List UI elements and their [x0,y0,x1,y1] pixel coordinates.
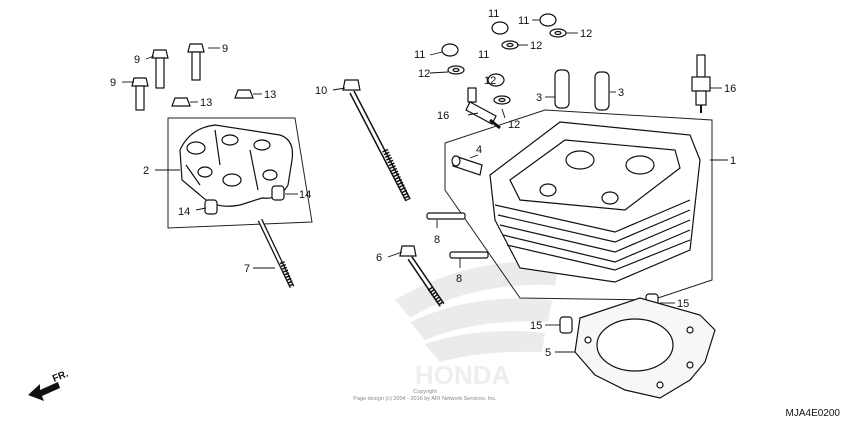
bolt-10 [342,79,411,202]
callout-15-b: 15 [530,320,542,332]
callout-9-b: 9 [222,43,228,55]
callout-1: 1 [730,155,736,167]
callout-9-c: 9 [110,77,116,89]
callout-15-a: 15 [677,298,689,310]
nut-13-group [171,89,254,107]
callout-11-c: 11 [414,49,425,61]
callout-5: 5 [545,347,551,359]
bolt-9-b [187,43,205,81]
callout-14-a: 14 [178,206,190,218]
dowel-pin-14-group [204,185,285,215]
callout-2: 2 [143,165,149,177]
callout-14-b: 14 [299,189,311,201]
callout-labels: 1 2 3 3 4 5 6 7 8 8 9 9 9 10 11 11 11 11… [110,8,736,359]
rocker-group-outline [167,117,313,229]
washer-12-group [447,28,567,105]
direction-label: FR. [51,368,70,384]
callout-12-b: 12 [580,28,592,40]
bolt-9-c [131,77,149,111]
copyright-line-2: Page design (c) 2004 - 2016 by ARI Netwo… [353,396,497,402]
callout-3-b: 3 [618,87,624,99]
callout-3-a: 3 [536,92,542,104]
valve-guide-3-group [554,69,610,111]
sleeve-4 [451,155,483,176]
callout-12-a: 12 [530,40,542,52]
callout-13-b: 13 [264,89,276,101]
cylinder-head [489,121,701,283]
rocker-arm-holder [179,124,294,207]
callout-6: 6 [376,252,382,264]
leader-lines [122,19,728,353]
head-gasket-5 [574,297,716,399]
callout-9-a: 9 [134,54,140,66]
callout-16-a: 16 [437,110,449,122]
arrow-icon [28,382,60,401]
callout-11-a: 11 [488,8,499,20]
callout-16-b: 16 [724,83,736,95]
callout-12-d: 12 [484,75,496,87]
copyright-line-1: Copyright [413,389,437,395]
callout-11-b: 11 [518,15,529,27]
callout-7: 7 [244,263,250,275]
honda-wing-watermark: HONDA [395,261,560,390]
callout-8-a: 8 [434,234,440,246]
spark-plug-16-b [691,54,711,113]
stud-bolt-8-group [426,212,489,259]
spark-plug-16-a [465,87,501,130]
callout-8-b: 8 [456,273,462,285]
head-group-outline [444,109,713,301]
callout-4: 4 [476,144,482,156]
callout-12-e: 12 [508,119,520,131]
callout-11-d: 11 [478,49,489,61]
copyright-notice: Copyright Page design (c) 2004 - 2016 by… [300,389,550,403]
bolt-9-a [151,49,169,89]
front-direction-indicator: FR. [28,368,70,401]
callout-10: 10 [315,85,327,97]
watermark-text: HONDA [415,360,511,390]
stud-bolt-7 [257,218,295,289]
callout-12-c: 12 [418,68,430,80]
diagram-code: MJA4E0200 [785,408,840,419]
bolt-9-group [131,43,205,111]
callout-13-a: 13 [200,97,212,109]
cap-nut-11-group [441,13,557,87]
